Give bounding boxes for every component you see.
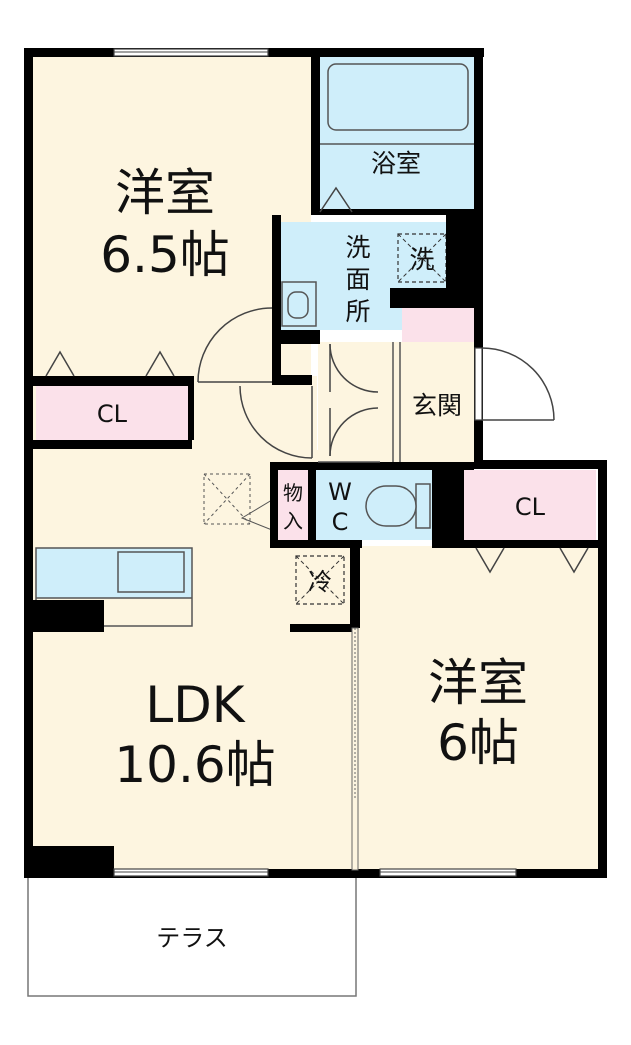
western-room-1-size: 6.5帖 xyxy=(100,226,230,284)
closet-1-label: CL xyxy=(97,400,128,428)
door-swings xyxy=(197,186,555,459)
western-room-2-size: 6帖 xyxy=(437,714,519,772)
entrance-lines xyxy=(318,342,401,463)
ldk-name: LDK xyxy=(145,676,245,734)
storage-label-2: 入 xyxy=(283,509,303,533)
toilet xyxy=(365,483,431,529)
washroom-label-2: 面 xyxy=(345,265,370,294)
closet-2-label: CL xyxy=(515,493,546,521)
kitchen-sink xyxy=(117,551,185,593)
bath-label: 浴室 xyxy=(371,149,421,178)
closet-door-markers xyxy=(45,350,589,574)
terrace-label: テラス xyxy=(156,924,228,952)
fridge-label: 冷 xyxy=(308,568,332,596)
wc-label-2: C xyxy=(332,508,349,536)
bathtub xyxy=(327,63,469,131)
entrance-label: 玄関 xyxy=(412,391,462,420)
washroom-sink xyxy=(281,281,317,327)
washroom-label-3: 所 xyxy=(345,297,370,326)
washer-label: 洗 xyxy=(409,245,434,274)
fridge-space xyxy=(295,555,345,605)
ldk-size: 10.6帖 xyxy=(114,736,275,794)
room-labels: 洋室 6.5帖 浴室 洗 面 所 洗 CL 玄関 物 入 W C 冷 CL 洋室… xyxy=(97,149,546,952)
window-lines xyxy=(114,51,516,873)
terrace-area xyxy=(27,875,357,997)
kitchen-counter xyxy=(35,547,193,627)
closet-areas xyxy=(36,308,596,540)
western-room-1-name: 洋室 xyxy=(115,164,215,222)
wc-label-1: W xyxy=(328,478,352,506)
washroom-label-1: 洗 xyxy=(345,233,370,262)
western-room-2-name: 洋室 xyxy=(428,654,528,712)
storage-label-1: 物 xyxy=(283,481,303,505)
